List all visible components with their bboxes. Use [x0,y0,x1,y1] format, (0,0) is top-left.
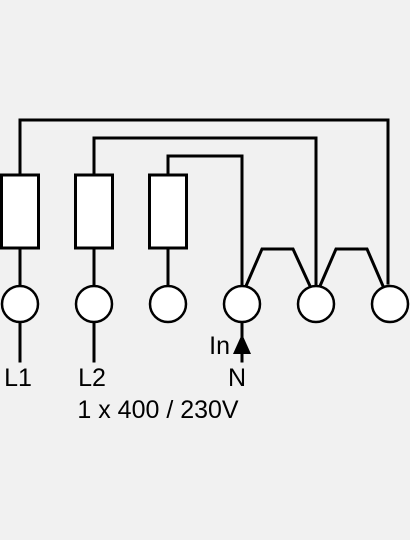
current-arrow-icon [233,334,251,354]
terminal-1 [0,284,40,324]
heating-element-2 [74,173,114,250]
heating-element-1 [0,173,40,250]
terminal-label-l1: L1 [4,364,32,392]
heating-element-3 [148,173,188,250]
voltage-rating: 1 x 400 / 230V [77,396,239,424]
wire-middle-loop [92,136,318,287]
wires [18,118,390,363]
wire-outer-loop [18,118,390,285]
wire-inner-loop [166,154,244,287]
jumper-bridge-5-6 [318,247,385,288]
jumper-bridge-4-5 [244,247,312,288]
terminal-2 [74,284,114,324]
terminal-label-n: N [228,364,246,392]
terminal-3 [148,284,188,324]
labels: L1 L2 N In 1 x 400 / 230V [4,332,246,424]
terminal-block [0,284,410,324]
terminal-6 [370,284,410,324]
terminal-5 [296,284,336,324]
terminal-4 [222,284,262,324]
heating-elements [0,173,188,250]
arrow-label-in: In [209,332,230,360]
terminal-label-l2: L2 [78,364,106,392]
